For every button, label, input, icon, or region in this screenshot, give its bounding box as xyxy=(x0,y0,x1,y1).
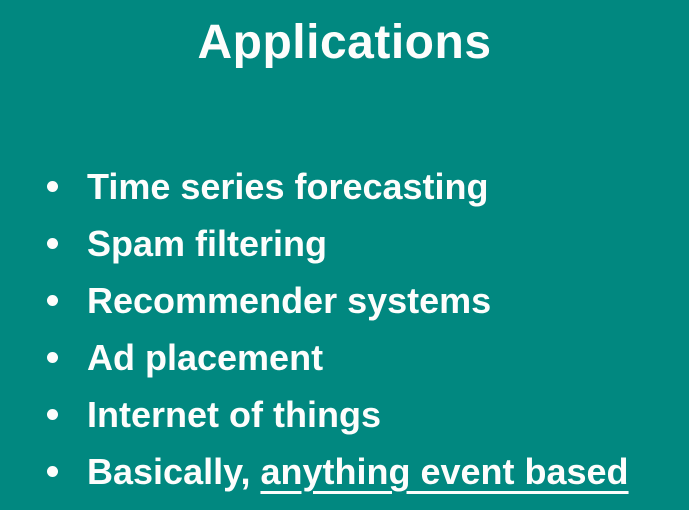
list-item: Internet of things xyxy=(0,386,689,443)
bullet-list: Time series forecasting Spam filtering R… xyxy=(0,158,689,500)
list-item-label: Time series forecasting xyxy=(87,165,489,207)
list-item-label: Spam filtering xyxy=(87,222,328,264)
list-item: Spam filtering xyxy=(0,215,689,272)
list-item-label: Ad placement xyxy=(87,336,324,378)
bullet-dot-icon xyxy=(47,409,58,420)
list-item-label: Basically, xyxy=(87,450,261,492)
list-item-underlined-label: anything event based xyxy=(260,450,629,492)
bullet-dot-icon xyxy=(47,295,58,306)
bullet-dot-icon xyxy=(47,352,58,363)
list-item-label: Internet of things xyxy=(87,393,381,435)
bullet-dot-icon xyxy=(47,238,58,249)
page-title: Applications xyxy=(197,16,492,69)
list-item-label: Recommender systems xyxy=(87,279,492,321)
bullet-dot-icon xyxy=(47,181,58,192)
bullet-dot-icon xyxy=(47,466,58,477)
list-item: Time series forecasting xyxy=(0,158,689,215)
list-item: Recommender systems xyxy=(0,272,689,329)
list-item: Basically, anything event based xyxy=(0,443,689,500)
list-item: Ad placement xyxy=(0,329,689,386)
